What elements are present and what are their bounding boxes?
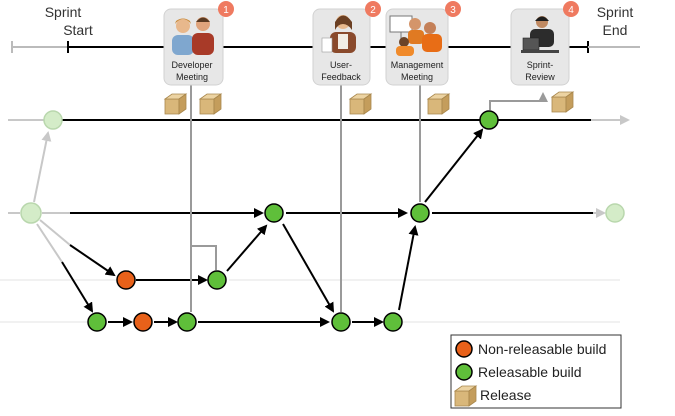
event-label-line1: Management [391,60,444,70]
arrow-feature-a-to-develop [226,224,268,272]
feedback-arrows [186,74,548,312]
releasable-build-node [207,270,227,290]
event-label-line2: Review [525,72,555,82]
sprint-start-label-line1: Sprint [45,4,82,20]
event-number: 2 [370,5,376,16]
releasable-build-node [264,203,284,223]
event-number-badge [365,1,381,17]
arrow-start-to-feature-a-grey [39,219,71,246]
legend: Non-releasable build Releasable build Re… [450,334,622,409]
sprint-end-label-line1: Sprint [597,4,634,20]
releasable-build-node [479,110,499,130]
package-icon [348,93,373,115]
event-number-badge [218,1,234,17]
merge-arrows [226,128,484,313]
event-label-line1: User- [330,60,352,70]
non-releasable-build-node [116,270,136,290]
arrow-start-to-master [33,131,52,203]
sprint-start-label-line2: Start [63,22,93,38]
arrow-develop-to-master [424,128,484,203]
connector-developer-meeting [191,245,217,270]
arrow-feature-b-to-develop [398,225,419,311]
releasable-build-node [331,312,351,332]
legend-non-releasable-label: Non-releasable build [478,341,606,357]
arrow-develop-to-feature-b [282,223,334,313]
releasable-build-node [87,312,107,332]
sprint-end-label-line2: End [603,22,628,38]
releasable-build-node [383,312,403,332]
package-icon [198,93,223,115]
develop-end-node [605,203,625,223]
event-number: 4 [568,5,574,16]
package-icon [163,93,188,115]
user-feedback-icon [321,15,356,53]
event-label-line2: Feedback [321,72,361,82]
branch-lanes [0,115,630,327]
event-sprint-review: 4 Sprint- Review [510,1,579,86]
package-icon [426,93,451,115]
event-number: 1 [223,5,229,16]
event-user-feedback: 2 User- Feedback [312,1,381,86]
legend-releasable-label: Releasable build [478,364,582,380]
event-number-badge [445,1,461,17]
laptop-user-icon [521,16,559,53]
arrow-start-to-feature-a [69,244,116,277]
package-icon [453,385,478,407]
event-label-line1: Developer [171,60,212,70]
branch-origin-arrows [33,131,116,313]
develop-start-node [20,202,42,224]
releasable-build-node [177,312,197,332]
event-label-line1: Sprint- [527,60,554,70]
arrow-start-to-feature-b [61,261,94,313]
build-nodes [87,110,499,332]
releasable-build-node [410,203,430,223]
event-management-meeting: 3 Management Meeting [385,1,461,86]
event-label-line2: Meeting [401,72,433,82]
master-start-node [43,110,63,130]
arrow-start-to-feature-b-grey [36,223,63,263]
event-label-line2: Meeting [176,72,208,82]
event-developer-meeting: 1 Developer Meeting [163,1,234,86]
arrow-to-sprint-review [489,92,548,110]
package-icon [550,91,575,113]
non-releasable-build-node [133,312,153,332]
legend-releasable-swatch [455,363,473,381]
two-people-icon [172,17,214,55]
legend-non-releasable-swatch [455,340,473,358]
event-number-badge [563,1,579,17]
event-number: 3 [450,5,456,16]
presentation-icon [389,15,442,56]
legend-release-label: Release [480,387,532,403]
legend-box [450,334,622,409]
release-packages [163,91,575,115]
